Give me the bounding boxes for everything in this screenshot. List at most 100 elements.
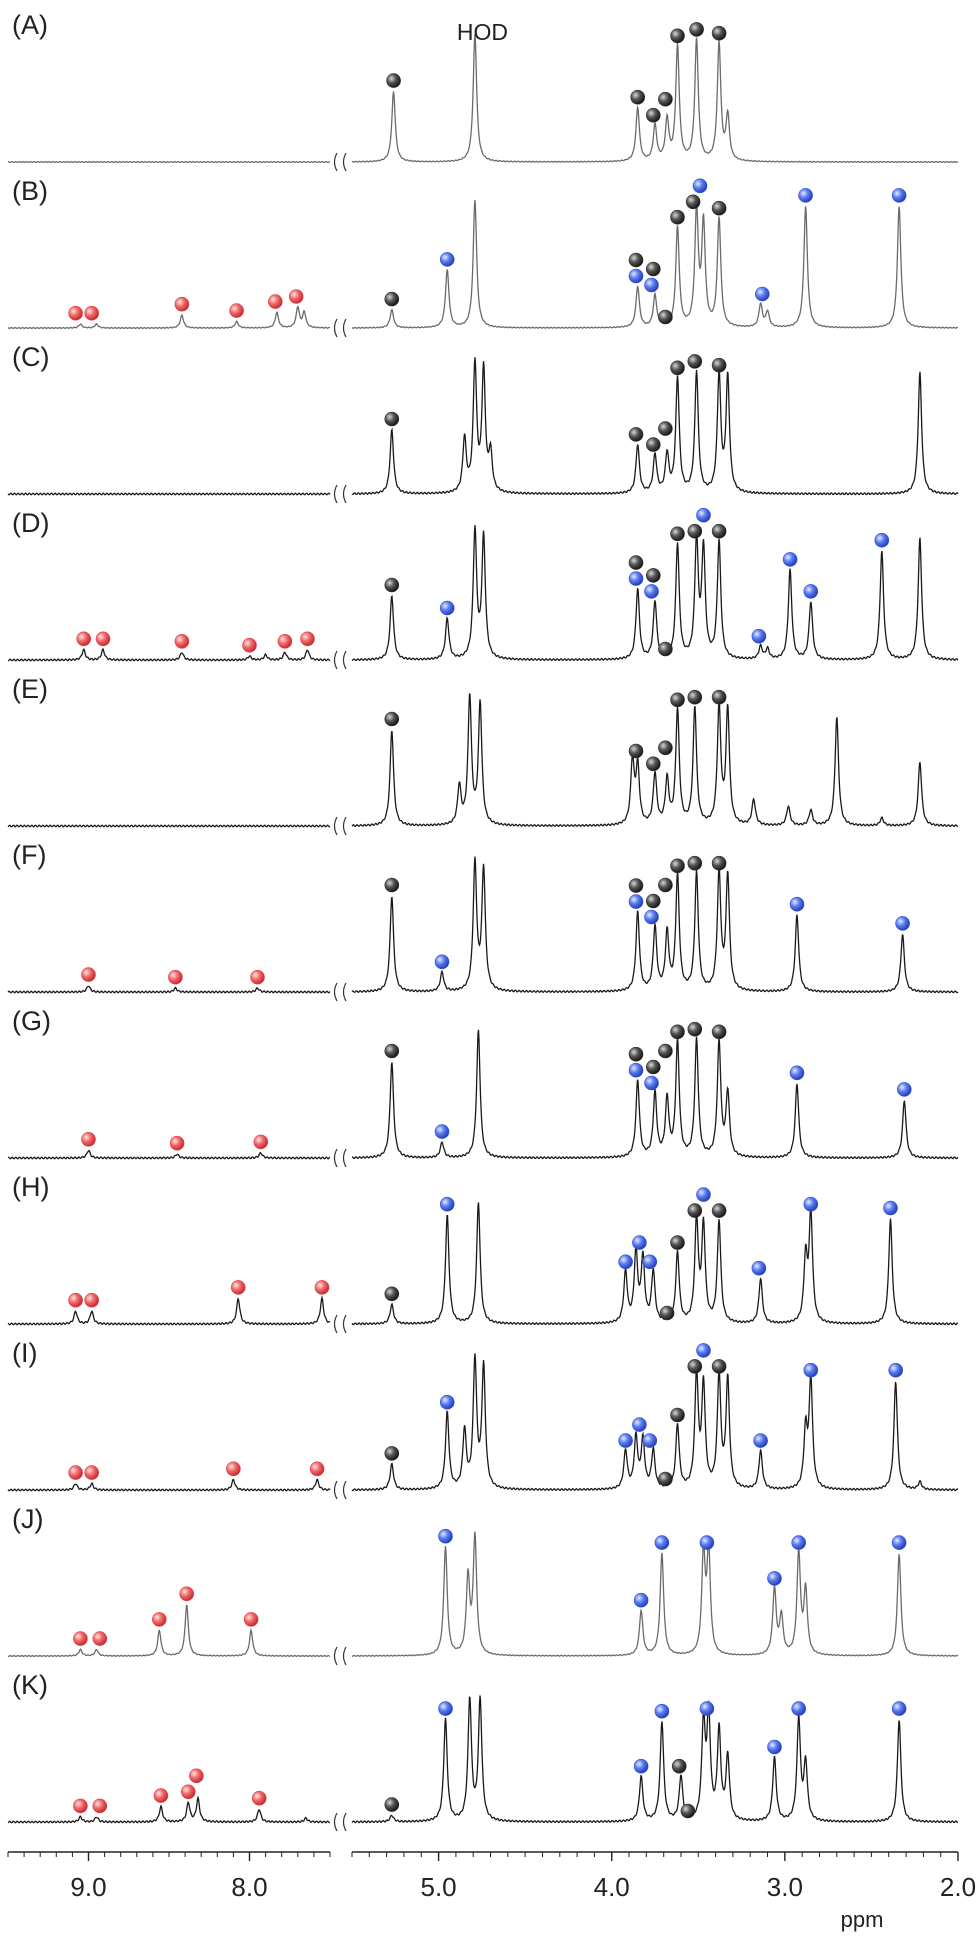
- spectrum-line-c-aromatic: [7, 492, 331, 496]
- peak-marker-red: [92, 1631, 108, 1646]
- peak-marker-black: [628, 743, 644, 759]
- peak-marker-black: [384, 1797, 400, 1812]
- peak-marker-red: [152, 1612, 167, 1627]
- axis-break-mark: [333, 318, 347, 338]
- spectrum-line-c-aliphatic: [351, 357, 959, 496]
- axis-break-mark: [333, 1812, 347, 1832]
- peak-marker-red: [314, 1280, 330, 1295]
- axis-break-mark: [333, 1314, 347, 1334]
- peak-marker-blue: [888, 1362, 904, 1378]
- peak-marker-red: [243, 1612, 259, 1627]
- x-axis-unit-label: ppm: [841, 1907, 884, 1932]
- peak-marker-black: [685, 194, 701, 210]
- peak-marker-blue: [644, 277, 659, 293]
- spectrum-line-f-aromatic: [7, 985, 331, 994]
- peak-marker-blue: [438, 1701, 453, 1716]
- peak-marker-black: [711, 25, 727, 41]
- peak-marker-blue: [628, 268, 644, 284]
- panel-label-e: (E): [12, 674, 48, 704]
- peak-marker-black: [645, 437, 661, 452]
- peak-marker-blue: [798, 188, 813, 203]
- peak-marker-black: [687, 855, 703, 871]
- peak-marker-black: [645, 756, 661, 772]
- peak-marker-black: [658, 740, 673, 756]
- peak-marker-red: [168, 969, 183, 985]
- peak-marker-blue: [642, 1254, 658, 1270]
- spectrum-i: (I): [7, 1338, 959, 1500]
- x-tick-label: 8.0: [231, 1872, 267, 1902]
- peak-marker-blue: [883, 1200, 898, 1216]
- peak-marker-blue: [803, 584, 819, 599]
- peak-marker-black: [658, 309, 673, 325]
- spectrum-line-g-aromatic: [7, 1149, 331, 1160]
- spectrum-k: (K): [7, 1670, 959, 1832]
- peak-marker-black: [384, 711, 400, 727]
- peak-marker-blue: [618, 1433, 633, 1448]
- peak-marker-black: [687, 1203, 703, 1218]
- peak-marker-blue: [891, 188, 907, 203]
- peak-marker-red: [84, 1465, 99, 1480]
- peak-marker-black: [384, 1043, 400, 1059]
- peak-marker-red: [68, 305, 83, 321]
- peak-marker-black: [384, 877, 400, 893]
- peak-marker-blue: [644, 1075, 659, 1091]
- spectrum-line-a-aromatic: [7, 160, 331, 164]
- spectrum-line-j-aromatic: [7, 1604, 331, 1658]
- peak-marker-blue: [699, 1535, 715, 1550]
- peak-marker-blue: [751, 628, 767, 644]
- peak-marker-red: [277, 633, 293, 649]
- peak-marker-red: [84, 305, 99, 321]
- panel-label-h: (H): [12, 1172, 49, 1202]
- peak-marker-blue: [654, 1703, 670, 1719]
- peak-marker-black: [658, 1471, 673, 1487]
- peak-marker-black: [659, 1305, 675, 1321]
- axis-break-mark: [333, 650, 347, 670]
- peak-marker-blue: [803, 1196, 819, 1212]
- panel-label-c: (C): [12, 342, 49, 372]
- peak-marker-black: [386, 73, 401, 88]
- panel-label-a: (A): [12, 10, 48, 40]
- peak-marker-blue: [438, 1528, 453, 1544]
- spectrum-c: (C): [7, 342, 959, 504]
- peak-marker-red: [76, 631, 91, 647]
- axis-break-mark: [333, 1148, 347, 1168]
- peak-marker-black: [687, 523, 703, 539]
- spectrum-line-e-aliphatic: [351, 693, 958, 828]
- peak-marker-black: [711, 357, 727, 373]
- peak-marker-blue: [753, 1433, 768, 1448]
- peak-marker-black: [687, 689, 703, 705]
- peak-marker-blue: [439, 1196, 455, 1212]
- peak-marker-blue: [896, 1082, 912, 1097]
- peak-marker-blue: [434, 954, 450, 970]
- peak-marker-black: [384, 291, 400, 307]
- peak-marker-black: [384, 1446, 400, 1461]
- peak-marker-blue: [632, 1235, 647, 1250]
- peak-marker-black: [687, 354, 703, 369]
- peak-marker-black: [658, 641, 673, 657]
- spectrum-b: (B): [7, 176, 959, 338]
- peak-marker-black: [645, 1059, 661, 1075]
- peak-marker-black: [711, 1024, 727, 1040]
- peak-marker-blue: [642, 1433, 658, 1448]
- peak-marker-red: [92, 1798, 108, 1814]
- peak-marker-blue: [632, 1417, 647, 1432]
- peak-marker-red: [229, 303, 244, 318]
- peak-marker-blue: [633, 1592, 649, 1608]
- peak-marker-black: [658, 421, 673, 436]
- peak-marker-red: [189, 1768, 204, 1784]
- panel-label-b: (B): [12, 176, 48, 206]
- peak-marker-red: [250, 969, 265, 985]
- peak-marker-blue: [696, 1343, 711, 1358]
- peak-marker-black: [711, 855, 727, 871]
- panel-label-k: (K): [12, 1670, 48, 1700]
- spectrum-line-b-aromatic: [7, 305, 331, 330]
- panel-label-j: (J): [12, 1504, 43, 1534]
- peak-marker-blue: [618, 1254, 633, 1270]
- peak-marker-red: [81, 967, 96, 982]
- peak-marker-black: [687, 1021, 703, 1037]
- peak-marker-black: [689, 22, 704, 37]
- peak-marker-black: [711, 1359, 727, 1374]
- spectrum-line-f-aliphatic: [351, 856, 959, 994]
- peak-marker-blue: [767, 1571, 782, 1586]
